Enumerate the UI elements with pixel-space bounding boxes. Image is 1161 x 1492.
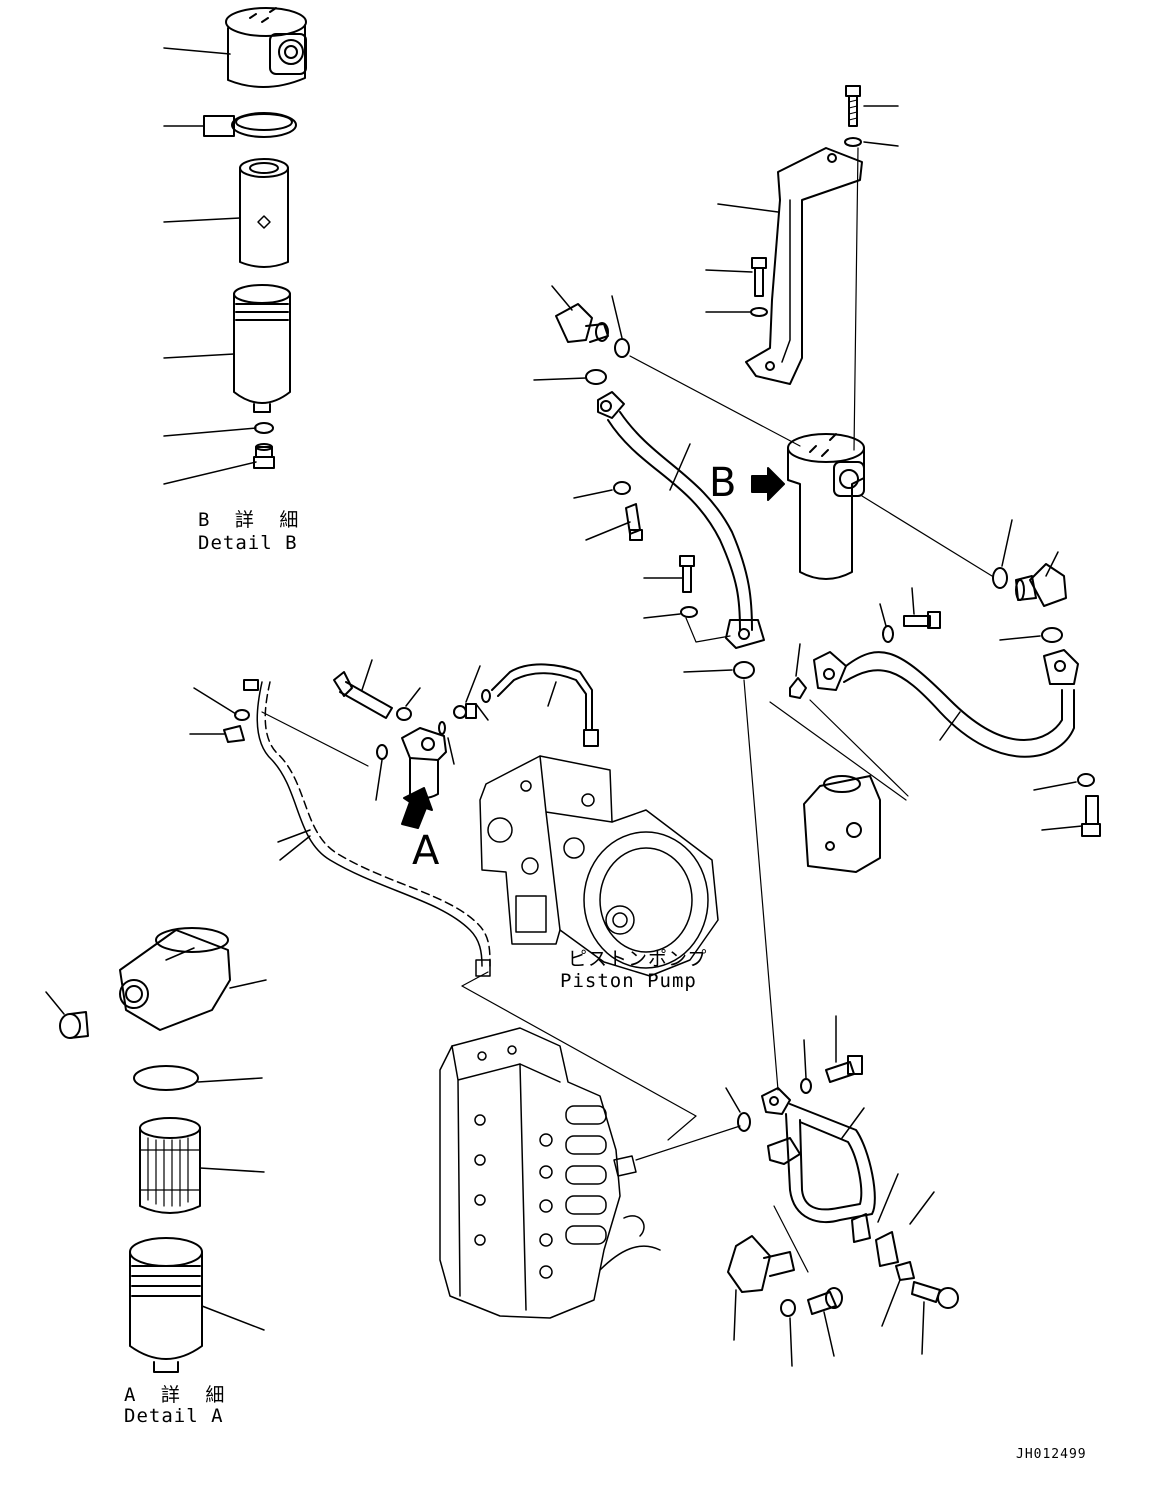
washer-pipe-lower	[800, 1078, 812, 1094]
o-ring-a	[376, 744, 388, 760]
washer-a	[396, 707, 412, 721]
detail-a-title-jp: A 詳 細	[124, 1384, 232, 1406]
detail-b-group	[163, 7, 307, 485]
o-ring-right	[992, 567, 1008, 589]
o-ring-right-lower	[1041, 627, 1063, 643]
filter-assembly-a	[401, 721, 447, 799]
clamp-lower-right	[727, 1213, 915, 1293]
washer-right-lower	[1077, 773, 1095, 787]
o-ring-upper-fitting	[614, 338, 630, 358]
view-a-arrow	[401, 787, 433, 829]
leader-lines-lower-right	[733, 1173, 935, 1367]
mounting-bracket	[745, 147, 863, 385]
view-b-arrow	[751, 467, 785, 501]
pilot-line	[256, 681, 491, 977]
drain-plug-b	[253, 443, 275, 469]
view-b-letter: B	[709, 460, 737, 506]
pilot-hose-top	[491, 663, 599, 747]
view-a-letter: A	[412, 828, 440, 874]
elbow-fitting-right	[1015, 563, 1067, 607]
plug-a	[59, 1011, 89, 1039]
bolt-right-lower	[1081, 795, 1101, 837]
o-ring-flange-right	[789, 677, 807, 699]
clamp-band	[203, 112, 297, 138]
bracket-assembly	[705, 85, 899, 451]
valve-block-right	[803, 775, 881, 873]
bolt-clamp-right	[911, 1281, 959, 1309]
bolt-left-hose	[625, 503, 643, 541]
hose-upper	[597, 391, 765, 649]
leader-lines-a	[45, 979, 267, 1331]
pipe-lower-right	[761, 1087, 876, 1224]
leader-lines-b	[163, 47, 257, 485]
detail-a-title-en: Detail A	[124, 1405, 224, 1427]
washer-lower-hose	[680, 606, 698, 618]
drawing-code: JH012499	[1016, 1447, 1087, 1462]
o-ring-lower	[733, 661, 755, 679]
bolt-right-top	[903, 611, 941, 629]
filter-bowl-a	[129, 1237, 203, 1373]
o-ring-upper	[585, 369, 607, 385]
bolt-top	[845, 85, 861, 127]
fitting-top-a	[453, 689, 491, 719]
bolt-long-a	[333, 671, 393, 719]
filter-head-b	[225, 7, 307, 88]
o-ring-large-a	[133, 1065, 199, 1091]
filter-bowl-b	[233, 284, 291, 413]
filter-element-b	[239, 158, 289, 268]
elbow-small-a	[223, 679, 259, 743]
filter-element-a	[139, 1117, 201, 1214]
bolt-mid	[750, 257, 768, 317]
detail-a-group	[45, 927, 267, 1373]
o-ring-b	[254, 422, 274, 434]
bolt-lower-hose	[679, 555, 695, 593]
piston-pump-label-en: Piston Pump	[560, 970, 697, 992]
control-valve	[439, 1027, 661, 1319]
piston-pump-label-jp: ピストンポンプ	[568, 948, 708, 970]
o-ring-valve	[737, 1112, 751, 1132]
bolt-pipe-lower	[825, 1055, 863, 1083]
elbow-fitting-upper	[555, 303, 630, 358]
filter-assembly-b	[787, 433, 865, 580]
detail-b-title-jp: B 詳 細	[198, 509, 306, 531]
bolt-clamp	[807, 1287, 843, 1315]
piston-pump	[479, 755, 719, 977]
detail-b-title-en: Detail B	[198, 532, 298, 554]
filter-head-a	[119, 927, 231, 1031]
washer-clamp	[780, 1299, 796, 1317]
washer-top	[844, 137, 862, 147]
washer-right	[882, 625, 894, 643]
hose-right	[813, 649, 1079, 758]
washer-left-hose	[613, 481, 631, 495]
